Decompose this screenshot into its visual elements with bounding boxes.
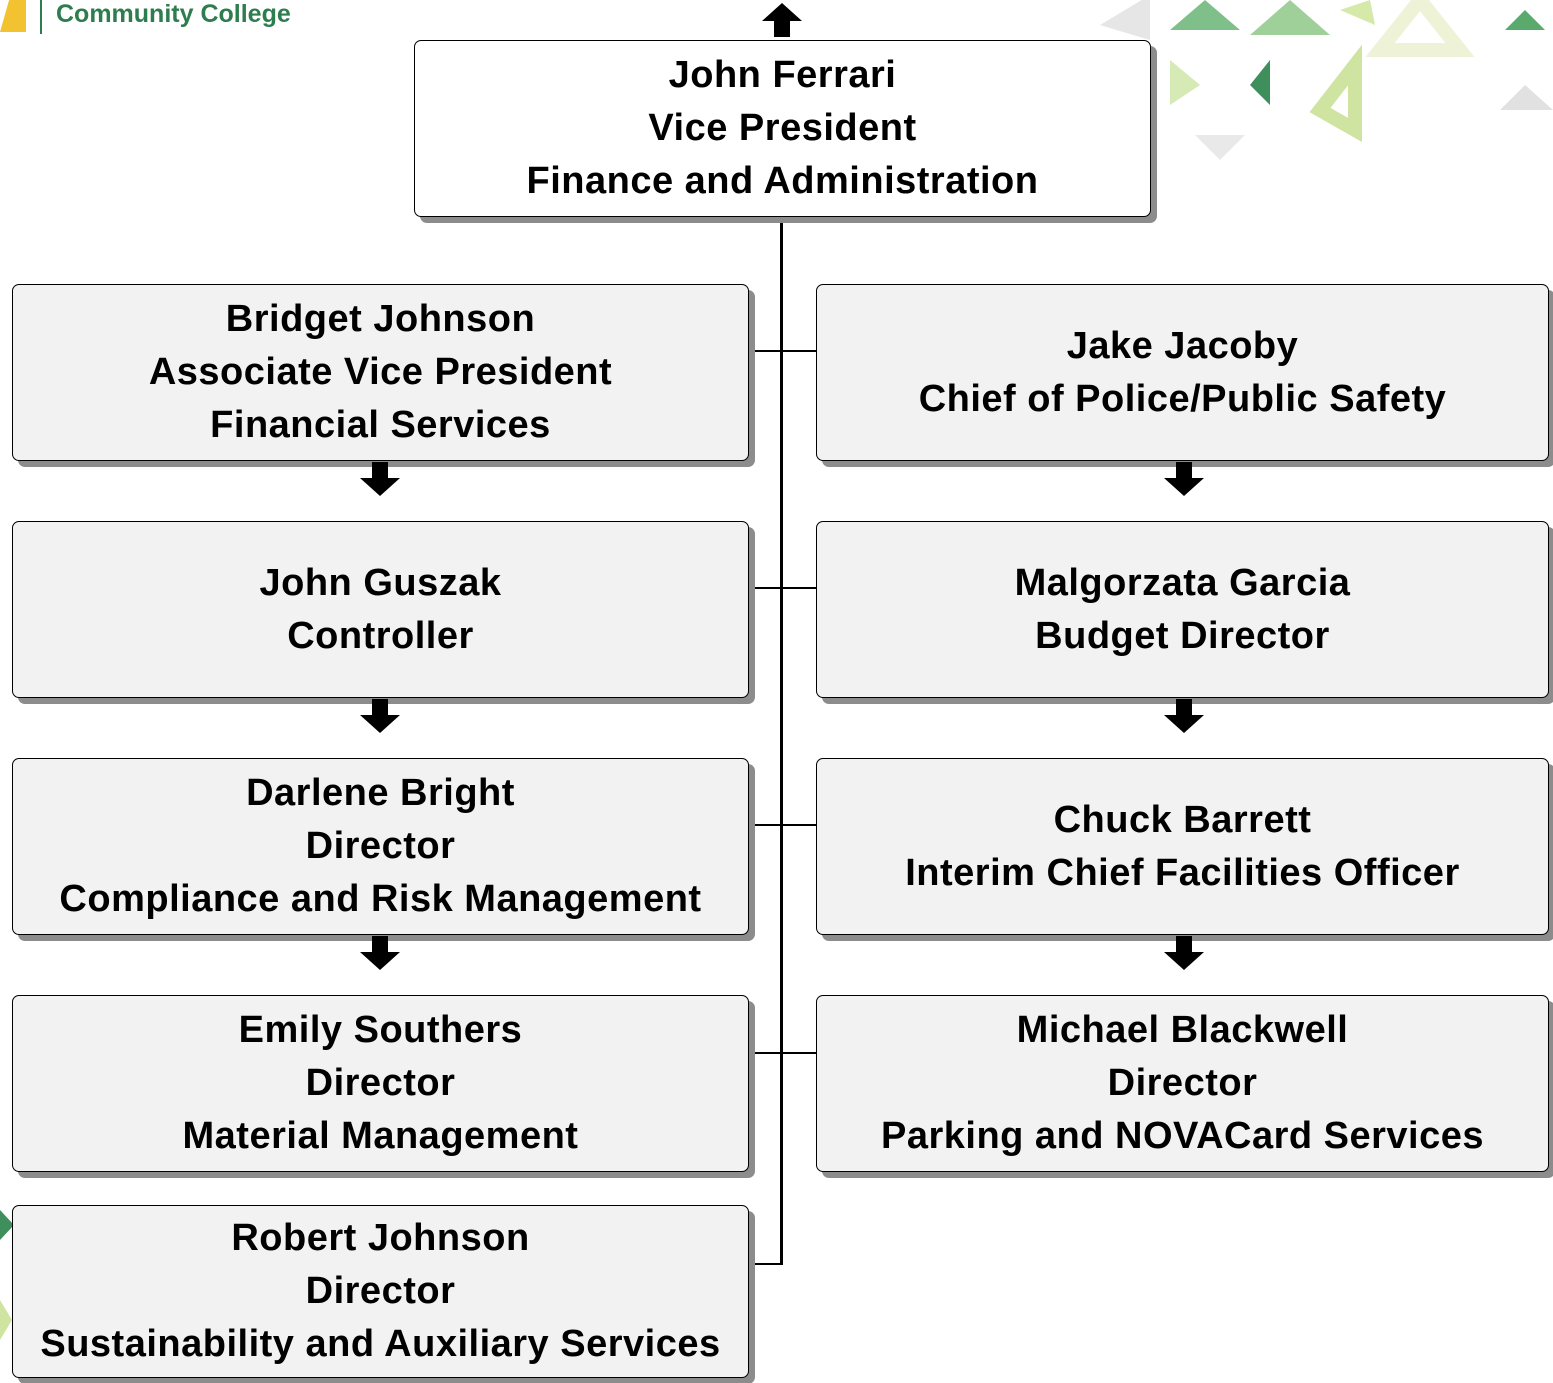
person-unit: Finance and Administration xyxy=(526,160,1039,202)
person-title: Budget Director xyxy=(1035,614,1330,657)
connector-left-5 xyxy=(750,1263,782,1265)
person-unit: Material Management xyxy=(182,1115,579,1157)
person-name: Chuck Barrett xyxy=(1053,798,1312,841)
person-title: Director xyxy=(305,1270,456,1312)
person-name: Michael Blackwell xyxy=(1016,1009,1349,1051)
arrow-down-icon xyxy=(360,936,400,970)
person-unit: Sustainability and Auxiliary Services xyxy=(40,1323,721,1365)
logo-divider xyxy=(40,0,42,34)
arrow-down-icon xyxy=(360,699,400,733)
connector-left-3 xyxy=(750,824,782,826)
org-box-compliance-director: Darlene Bright Director Compliance and R… xyxy=(12,758,749,935)
arrow-down-icon xyxy=(360,462,400,496)
org-box-vice-president: John Ferrari Vice President Finance and … xyxy=(414,40,1151,217)
org-box-controller: John Guszak Controller xyxy=(12,521,749,698)
org-box-chief-of-police: Jake Jacoby Chief of Police/Public Safet… xyxy=(816,284,1549,461)
person-name: Darlene Bright xyxy=(246,772,515,814)
triangle-pattern-top-right xyxy=(1100,0,1553,160)
person-name: John Guszak xyxy=(259,561,502,604)
org-box-sustainability-director: Robert Johnson Director Sustainability a… xyxy=(12,1205,749,1378)
person-name: Emily Southers xyxy=(238,1009,523,1051)
person-unit: Compliance and Risk Management xyxy=(59,878,702,920)
arrow-down-icon xyxy=(1164,699,1204,733)
arrow-down-icon xyxy=(1164,936,1204,970)
person-name: John Ferrari xyxy=(668,54,897,96)
person-name: Malgorzata Garcia xyxy=(1014,561,1351,604)
person-unit: Financial Services xyxy=(210,404,551,446)
person-title: Director xyxy=(1107,1062,1258,1104)
person-title: Chief of Police/Public Safety xyxy=(918,377,1447,420)
connector-right-4 xyxy=(782,1052,816,1054)
trunk-line xyxy=(780,216,783,1265)
person-title: Director xyxy=(305,825,456,867)
connector-right-2 xyxy=(782,587,816,589)
org-box-facilities-officer: Chuck Barrett Interim Chief Facilities O… xyxy=(816,758,1549,935)
connector-left-4 xyxy=(750,1052,782,1054)
logo-text: Community College xyxy=(56,0,291,28)
person-name: Jake Jacoby xyxy=(1066,324,1299,367)
org-box-associate-vice-president: Bridget Johnson Associate Vice President… xyxy=(12,284,749,461)
org-box-parking-director: Michael Blackwell Director Parking and N… xyxy=(816,995,1549,1172)
person-unit: Parking and NOVACard Services xyxy=(880,1115,1485,1157)
person-title: Vice President xyxy=(648,107,917,149)
arrow-down-icon xyxy=(1164,462,1204,496)
connector-right-1 xyxy=(782,350,816,352)
arrow-up-icon xyxy=(762,3,802,37)
person-title: Associate Vice President xyxy=(148,351,613,393)
person-title: Controller xyxy=(287,614,474,657)
triangle-pattern-bottom-left xyxy=(0,1210,14,1340)
person-name: Bridget Johnson xyxy=(225,298,536,340)
connector-left-1 xyxy=(750,350,782,352)
org-box-budget-director: Malgorzata Garcia Budget Director xyxy=(816,521,1549,698)
org-box-material-management-director: Emily Southers Director Material Managem… xyxy=(12,995,749,1172)
connector-left-2 xyxy=(750,587,782,589)
person-name: Robert Johnson xyxy=(231,1217,530,1259)
connector-right-3 xyxy=(782,824,816,826)
person-title: Director xyxy=(305,1062,456,1104)
person-title: Interim Chief Facilities Officer xyxy=(905,851,1460,894)
